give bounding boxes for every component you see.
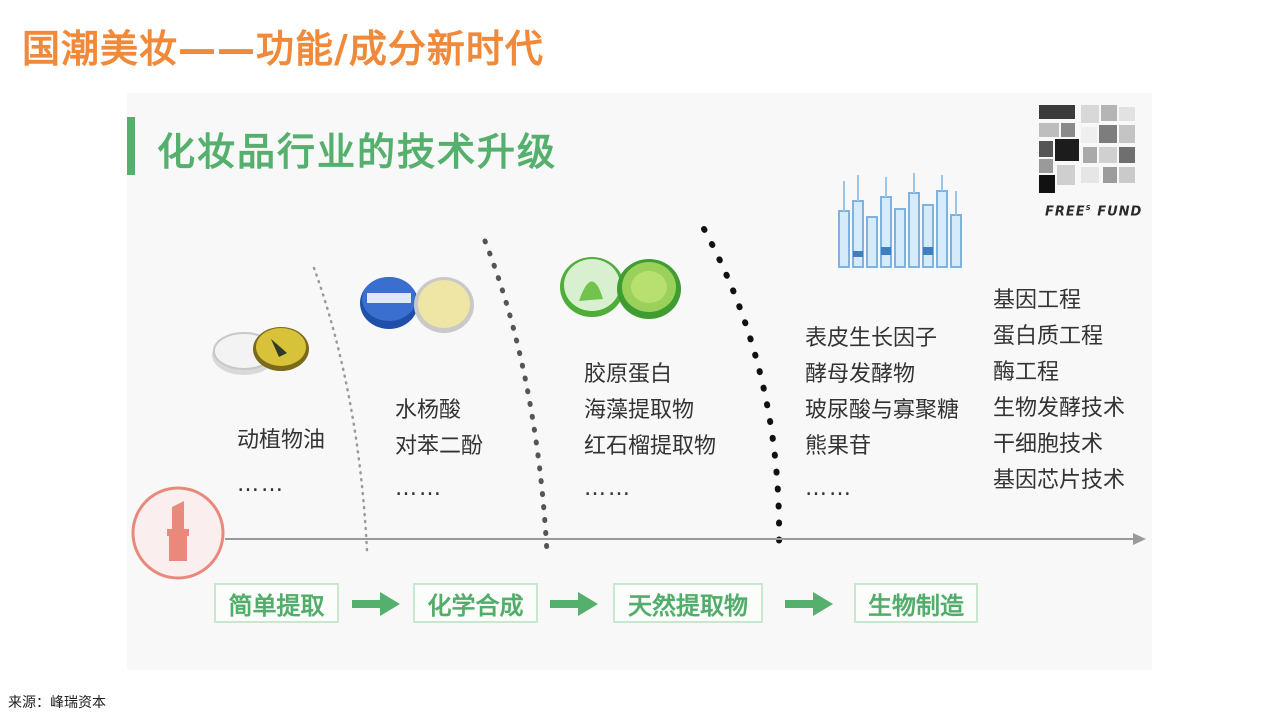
stage-natural-extracts: 天然提取物 [613,583,763,623]
list-item: 酵母发酵物 [805,362,916,387]
source-note: 来源：峰瑞资本 [8,692,106,712]
stage-simple-extraction: 简单提取 [214,583,339,623]
list-item: 生物发酵技术 [993,396,1126,421]
list-item: 基因芯片技术 [993,468,1126,493]
list-item: 对苯二酚 [395,434,484,459]
aloe-gel-jar-icon [560,257,681,319]
timeline-graphics [225,226,1146,556]
panel-title: 化妆品行业的技术升级 [157,130,558,174]
list-ellipsis: …… [805,476,853,501]
list-item: 表皮生长因子 [805,326,938,351]
column-natural-extracts: 胶原蛋白 海藻提取物 红石榴提取物 …… [584,357,716,507]
separator-1 [312,266,369,553]
column-chemical-synthesis: 水杨酸 对苯二酚 …… [395,393,483,507]
arrow-right-icon [352,592,400,616]
list-ellipsis: …… [237,472,285,497]
separator-2 [482,238,550,556]
column-simple-extraction: 动植物油 …… [237,423,325,503]
list-item: 酶工程 [993,360,1060,385]
vaseline-jar-icon [360,277,474,333]
list-item: 熊果苷 [805,434,872,459]
list-item: 红石榴提取物 [584,434,717,459]
diagram-panel: 化妆品行业的技术升级 FREES FUND [127,93,1152,670]
timeline-arrowhead [1133,533,1146,545]
page-title: 国潮美妆——功能/成分新时代 [22,27,544,71]
list-item: 动植物油 [237,428,326,453]
list-item: 基因工程 [993,288,1082,313]
arrow-right-icon [785,592,833,616]
list-item: 干细胞技术 [993,432,1104,457]
brand-logo: FREES FUND [1045,204,1143,220]
lipstick-icon [131,486,225,580]
balm-tin-icon [212,327,309,375]
source-label: 来源： [8,695,50,711]
title-accent-bar [127,117,135,175]
list-ellipsis: …… [395,476,443,501]
arrow-right-icon [550,592,598,616]
column-bio-manufacturing: 表皮生长因子 酵母发酵物 玻尿酸与寡聚糖 熊果苷 …… [805,321,959,507]
source-value: 峰瑞资本 [50,695,106,711]
column-bio-technologies: 基因工程 蛋白质工程 酶工程 生物发酵技术 干细胞技术 基因芯片技术 [993,283,1125,499]
ampoule-vials-icon [838,173,962,268]
list-item: 蛋白质工程 [993,324,1104,349]
list-item: 水杨酸 [395,398,462,423]
stage-chemical-synthesis: 化学合成 [413,583,538,623]
list-ellipsis: …… [584,476,632,501]
stage-bio-manufacturing: 生物制造 [854,583,978,623]
list-item: 海藻提取物 [584,398,695,423]
list-item: 玻尿酸与寡聚糖 [805,398,960,423]
list-item: 胶原蛋白 [584,362,673,387]
qr-code-icon [1037,103,1137,199]
